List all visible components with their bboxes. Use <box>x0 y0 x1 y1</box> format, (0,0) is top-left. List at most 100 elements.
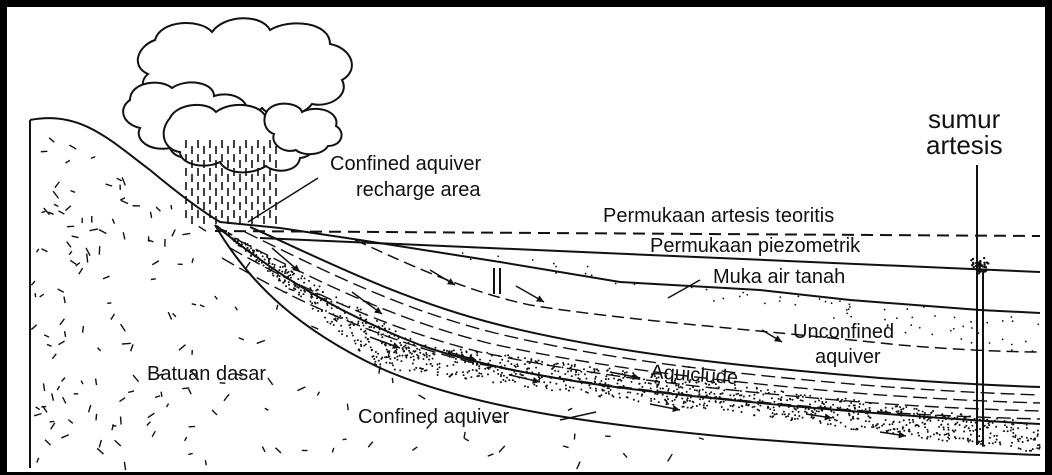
stipple-dot <box>376 320 378 322</box>
stipple-dot <box>585 273 587 275</box>
stipple-dot <box>1032 448 1034 450</box>
stipple-dot <box>1003 430 1005 432</box>
stipple-dot <box>1015 435 1017 437</box>
bedrock-mark <box>57 386 59 390</box>
bedrock-mark <box>239 338 244 340</box>
bedrock-mark <box>51 423 55 429</box>
flow-arrow-head <box>824 413 832 420</box>
stipple-dot <box>437 371 439 373</box>
stipple-dot <box>830 410 832 412</box>
stipple-dot <box>526 368 528 370</box>
stipple-dot <box>989 342 991 344</box>
fountain-drop <box>983 257 985 259</box>
stipple-dot <box>791 418 793 420</box>
stipple-dot <box>830 423 832 425</box>
bedrock-mark <box>235 307 237 310</box>
stipple-dot <box>604 382 606 384</box>
stipple-dot <box>834 419 836 421</box>
stipple-dot <box>309 287 311 289</box>
stipple-dot <box>375 351 377 353</box>
stipple-dot <box>350 323 352 325</box>
stipple-dot <box>1037 430 1039 432</box>
bedrock-mark <box>131 344 133 351</box>
stipple-dot <box>583 368 585 370</box>
stipple-dot <box>727 409 729 411</box>
stipple-dot <box>832 416 834 418</box>
stipple-dot <box>462 252 464 254</box>
stipple-dot <box>370 346 372 348</box>
stipple-dot <box>288 271 290 273</box>
stipple-dot <box>740 394 742 396</box>
stipple-dot <box>921 437 923 439</box>
stipple-dot <box>557 370 559 372</box>
stipple-dot <box>541 361 543 363</box>
stipple-dot <box>797 295 799 297</box>
bedrock-mark <box>69 251 72 254</box>
stipple-dot <box>690 407 692 409</box>
stipple-dot <box>637 393 639 395</box>
stipple-dot <box>500 375 502 377</box>
stipple-dot <box>405 347 407 349</box>
stipple-dot <box>802 400 804 402</box>
stipple-dot <box>746 404 748 406</box>
bedrock-mark <box>173 313 176 316</box>
stipple-dot <box>533 384 535 386</box>
bedrock-mark <box>58 341 64 345</box>
unconfined-label-line2: aquiver <box>815 346 881 368</box>
stipple-dot <box>723 409 725 411</box>
stipple-dot <box>706 394 708 396</box>
bedrock-mark <box>117 178 122 181</box>
stipple-dot <box>818 410 820 412</box>
stipple-dot <box>963 431 965 433</box>
stipple-dot <box>721 406 723 408</box>
stipple-dot <box>331 307 333 309</box>
stipple-dot <box>599 396 601 398</box>
stipple-dot <box>862 403 864 405</box>
stipple-dot <box>850 428 852 430</box>
stipple-dot <box>381 336 383 338</box>
stipple-dot <box>1027 439 1029 441</box>
stipple-dot <box>506 377 508 379</box>
stipple-dot <box>706 405 708 407</box>
stipple-dot <box>392 364 394 366</box>
stipple-dot <box>1017 427 1019 429</box>
stipple-dot <box>352 335 354 337</box>
stipple-dot <box>428 359 430 361</box>
stipple-dot <box>507 360 509 362</box>
stipple-dot <box>538 379 540 381</box>
bedrock-mark <box>347 404 348 411</box>
recharge-label-line1: Confined aquiver <box>330 153 482 175</box>
stipple-dot <box>911 317 913 319</box>
stipple-dot <box>454 361 456 363</box>
stipple-dot <box>394 369 396 371</box>
bedrock-mark <box>168 312 171 319</box>
stipple-dot <box>767 389 769 391</box>
stipple-dot <box>899 406 901 408</box>
stipple-dot <box>405 356 407 358</box>
stipple-dot <box>994 441 996 443</box>
stipple-dot <box>789 398 791 400</box>
bedrock-mark <box>224 394 229 401</box>
stipple-dot <box>964 426 966 428</box>
stipple-dot <box>409 370 411 372</box>
stipple-dot <box>947 423 949 425</box>
stipple-dot <box>827 423 829 425</box>
stipple-dot <box>699 398 701 400</box>
stipple-dot <box>575 371 577 373</box>
stipple-dot <box>355 342 357 344</box>
stipple-dot <box>650 387 652 389</box>
stipple-dot <box>689 388 691 390</box>
stipple-dot <box>809 395 811 397</box>
bedrock-mark <box>121 201 128 204</box>
stipple-dot <box>915 425 917 427</box>
stipple-dot <box>564 373 566 375</box>
stipple-dot <box>1002 338 1004 340</box>
stipple-dot <box>284 270 286 272</box>
stipple-dot <box>594 378 596 380</box>
stipple-dot <box>941 440 943 442</box>
stipple-dot <box>1018 447 1020 449</box>
stipple-dot <box>503 375 505 377</box>
stipple-dot <box>962 326 964 328</box>
stipple-dot <box>715 401 717 403</box>
bedrock-mark <box>155 396 160 398</box>
